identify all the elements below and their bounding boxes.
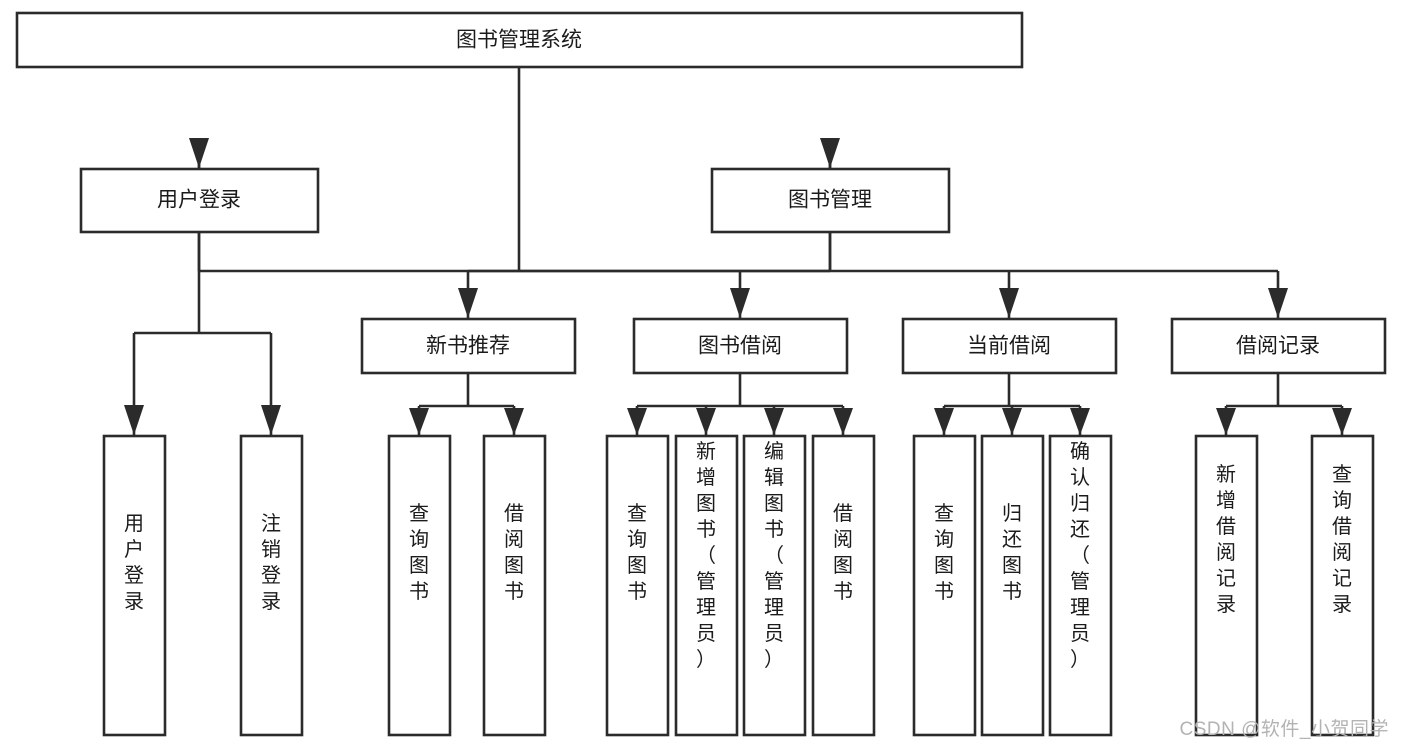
leaf-record-add-label: 新增借阅记录 (1216, 463, 1236, 616)
leaf-bookborrow-edit-box[interactable] (742, 434, 807, 737)
leaf-bookborrow-add-label: 新增图书（管理员） (696, 440, 716, 671)
node-book-management[interactable]: 图书管理 (710, 167, 951, 234)
arrow-head-leaf-user-login (124, 405, 144, 435)
leaf-currentborrow-query-label: 查询图书 (934, 502, 954, 603)
arrow-head-book-borrow (730, 288, 750, 318)
arrow-head-newbook-query (409, 408, 429, 435)
leaf-currentborrow-return-box[interactable] (980, 434, 1045, 737)
node-root-label: 图书管理系统 (456, 29, 582, 52)
node-new-book-recommend-label: 新书推荐 (426, 335, 510, 358)
node-book-management-label: 图书管理 (788, 189, 872, 212)
leaf-newbook-borrow[interactable]: 借阅图书 (482, 434, 547, 737)
arrow-head-user-login (189, 138, 209, 168)
node-book-borrow[interactable]: 图书借阅 (632, 317, 849, 375)
arrow-head-newbook-borrow (504, 408, 524, 435)
leaf-newbook-borrow-box[interactable] (482, 434, 547, 737)
arrow-head-new-book (458, 288, 478, 318)
arrow-head-current-borrow (999, 288, 1019, 318)
leaf-currentborrow-confirm-box[interactable] (1048, 434, 1113, 737)
node-borrow-record-label: 借阅记录 (1236, 335, 1320, 358)
leaf-bookborrow-add[interactable]: 新增图书（管理员） (674, 434, 739, 737)
node-book-borrow-label: 图书借阅 (698, 335, 782, 358)
node-current-borrow-label: 当前借阅 (967, 335, 1051, 358)
leaf-user-login-logout[interactable]: 注销登录 (239, 434, 304, 737)
node-root[interactable]: 图书管理系统 (15, 11, 1024, 69)
leaf-newbook-query-label: 查询图书 (409, 502, 429, 603)
leaf-user-login-logout-label: 注销登录 (261, 512, 281, 613)
leaf-currentborrow-confirm[interactable]: 确认归还（管理员） (1048, 434, 1113, 737)
leaf-record-add[interactable]: 新增借阅记录 (1194, 434, 1259, 737)
arrow-head-current-return (1002, 408, 1022, 435)
node-new-book-recommend-box[interactable] (360, 317, 577, 375)
arrow-head-borrow-edit (764, 408, 784, 435)
node-root-box[interactable] (15, 11, 1024, 69)
leaf-currentborrow-return[interactable]: 归还图书 (980, 434, 1045, 737)
leaf-currentborrow-return-label: 归还图书 (1002, 502, 1022, 603)
node-current-borrow-box[interactable] (901, 317, 1118, 375)
node-user-login-label: 用户登录 (157, 189, 241, 212)
node-current-borrow[interactable]: 当前借阅 (901, 317, 1118, 375)
leaf-newbook-query-box[interactable] (387, 434, 452, 737)
leaf-bookborrow-add-box[interactable] (674, 434, 739, 737)
leaf-user-login-login-box[interactable] (102, 434, 167, 737)
arrow-head-borrow-record (1268, 288, 1288, 318)
leaf-bookborrow-lend-label: 借阅图书 (833, 502, 853, 603)
arrow-head-book-mgmt (820, 138, 840, 168)
leaf-record-add-box[interactable] (1194, 434, 1259, 737)
node-new-book-recommend[interactable]: 新书推荐 (360, 317, 577, 375)
arrow-head-borrow-query (627, 408, 647, 435)
leaf-bookborrow-query-label: 查询图书 (627, 502, 647, 603)
leaf-currentborrow-query[interactable]: 查询图书 (912, 434, 977, 737)
leaf-bookborrow-query[interactable]: 查询图书 (605, 434, 670, 737)
leaf-bookborrow-edit[interactable]: 编辑图书（管理员） (742, 434, 807, 737)
node-user-login-box[interactable] (79, 167, 320, 234)
arrow-head-current-confirm (1070, 408, 1090, 435)
leaf-user-login-login-label: 用户登录 (124, 513, 144, 613)
node-borrow-record-box[interactable] (1170, 317, 1387, 375)
leaf-record-query-label: 查询借阅记录 (1332, 463, 1352, 616)
leaf-record-query[interactable]: 查询借阅记录 (1310, 434, 1375, 737)
leaf-newbook-query[interactable]: 查询图书 (387, 434, 452, 737)
node-user-login[interactable]: 用户登录 (79, 167, 320, 234)
arrow-head-borrow-lend (833, 408, 853, 435)
leaf-bookborrow-lend-box[interactable] (811, 434, 876, 737)
watermark-text: CSDN @软件_小贺同学 (1179, 719, 1389, 740)
leaf-user-login-logout-box[interactable] (239, 434, 304, 737)
leaf-bookborrow-edit-label: 编辑图书（管理员） (764, 440, 784, 671)
arrow-head-borrow-add (696, 408, 716, 435)
connector-layer (124, 67, 1352, 435)
leaf-newbook-borrow-label: 借阅图书 (504, 502, 524, 603)
arrow-head-current-query (934, 408, 954, 435)
leaf-record-query-box[interactable] (1310, 434, 1375, 737)
arrow-head-record-add (1216, 408, 1236, 435)
leaf-currentborrow-query-box[interactable] (912, 434, 977, 737)
node-book-management-box[interactable] (710, 167, 951, 234)
leaf-currentborrow-confirm-label: 确认归还（管理员） (1070, 440, 1090, 671)
arrow-head-record-query (1332, 408, 1352, 435)
leaf-bookborrow-lend[interactable]: 借阅图书 (811, 434, 876, 737)
arrow-head-leaf-logout (261, 405, 281, 435)
leaf-user-login-login[interactable]: 用户登录 (102, 434, 167, 737)
leaf-bookborrow-query-box[interactable] (605, 434, 670, 737)
node-book-borrow-box[interactable] (632, 317, 849, 375)
node-borrow-record[interactable]: 借阅记录 (1170, 317, 1387, 375)
